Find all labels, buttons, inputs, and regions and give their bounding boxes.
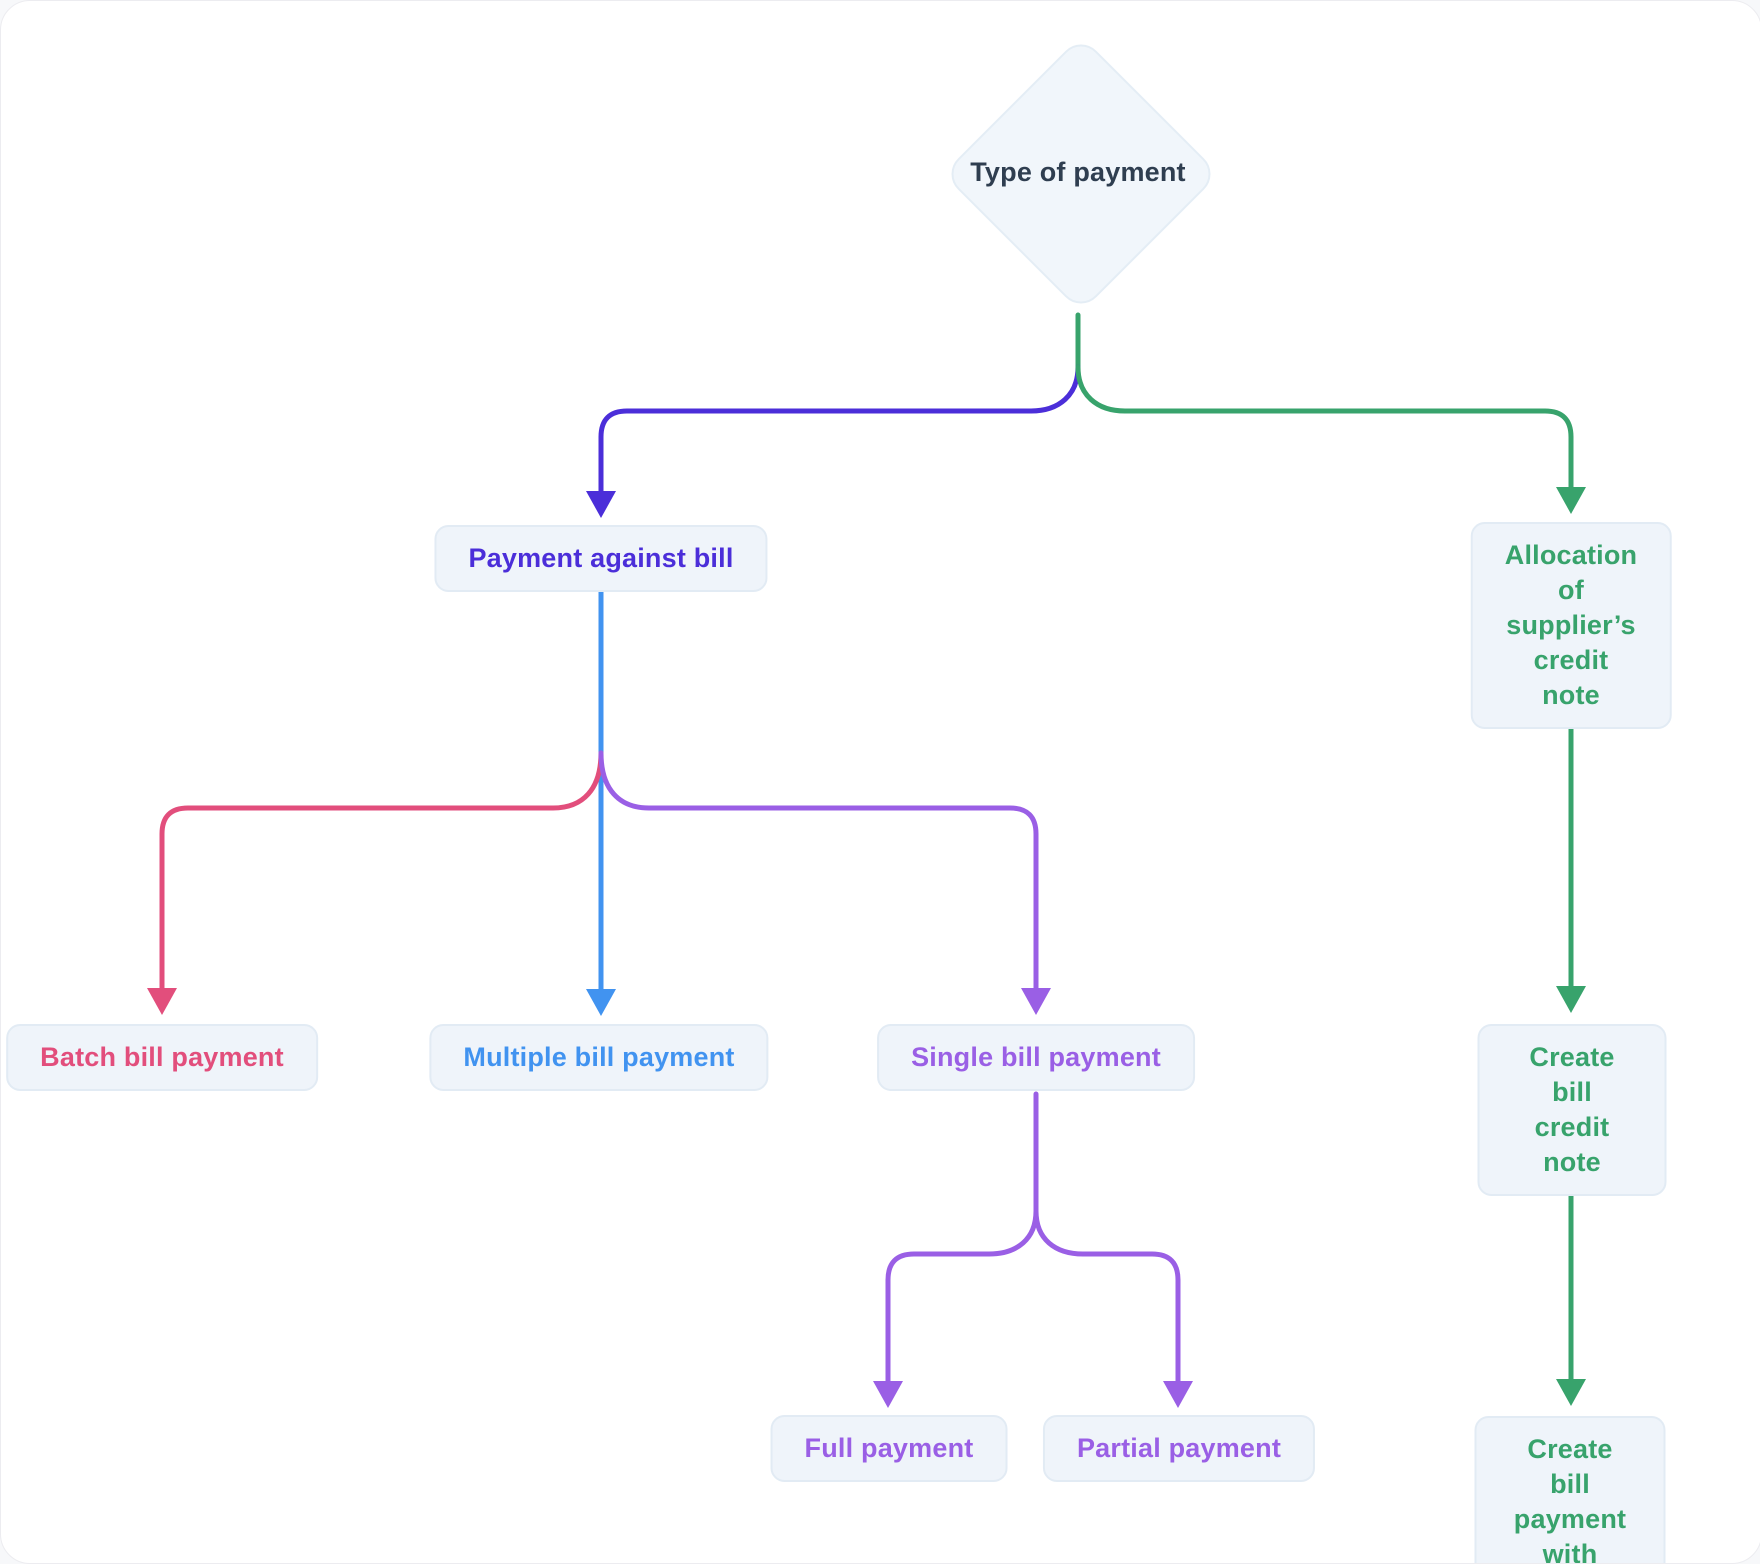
- node-partial-payment: Partial payment: [1042, 1415, 1316, 1483]
- edge-single-to-full: [885, 1208, 1039, 1390]
- arrowhead-payment-against-bill: [586, 491, 616, 518]
- node-allocation-of-suppliers-credit-note: Allocation of supplier’s credit note: [1470, 522, 1672, 730]
- arrowhead-allocation: [1556, 487, 1586, 514]
- edge-root-to-payment-against-bill: [598, 364, 1081, 500]
- arrowhead-credit-note: [1556, 986, 1586, 1013]
- arrowhead-full: [873, 1381, 903, 1408]
- node-multiple-bill-payment: Multiple bill payment: [429, 1024, 769, 1092]
- node-batch-bill-payment: Batch bill payment: [6, 1024, 318, 1092]
- edge-payment-to-single: [598, 750, 1039, 997]
- node-full-payment: Full payment: [770, 1415, 1008, 1483]
- node-single-bill-payment: Single bill payment: [877, 1024, 1195, 1092]
- arrowhead-batch: [147, 988, 177, 1015]
- edge-single-to-partial: [1033, 1208, 1181, 1390]
- arrowhead-partial: [1163, 1381, 1193, 1408]
- node-payment-against-bill: Payment against bill: [434, 525, 768, 593]
- node-create-bill-payment-with-credit-note: Create bill payment with credit note: [1474, 1416, 1666, 1563]
- edge-payment-to-batch: [159, 750, 604, 997]
- node-create-bill-credit-note: Create bill credit note: [1477, 1024, 1667, 1197]
- decision-type-of-payment: Type of payment: [970, 156, 1186, 187]
- arrowhead-multiple: [586, 989, 616, 1016]
- arrowhead-single: [1021, 988, 1051, 1015]
- edge-root-to-allocation: [1075, 364, 1574, 496]
- arrowhead-payment-credit: [1556, 1379, 1586, 1406]
